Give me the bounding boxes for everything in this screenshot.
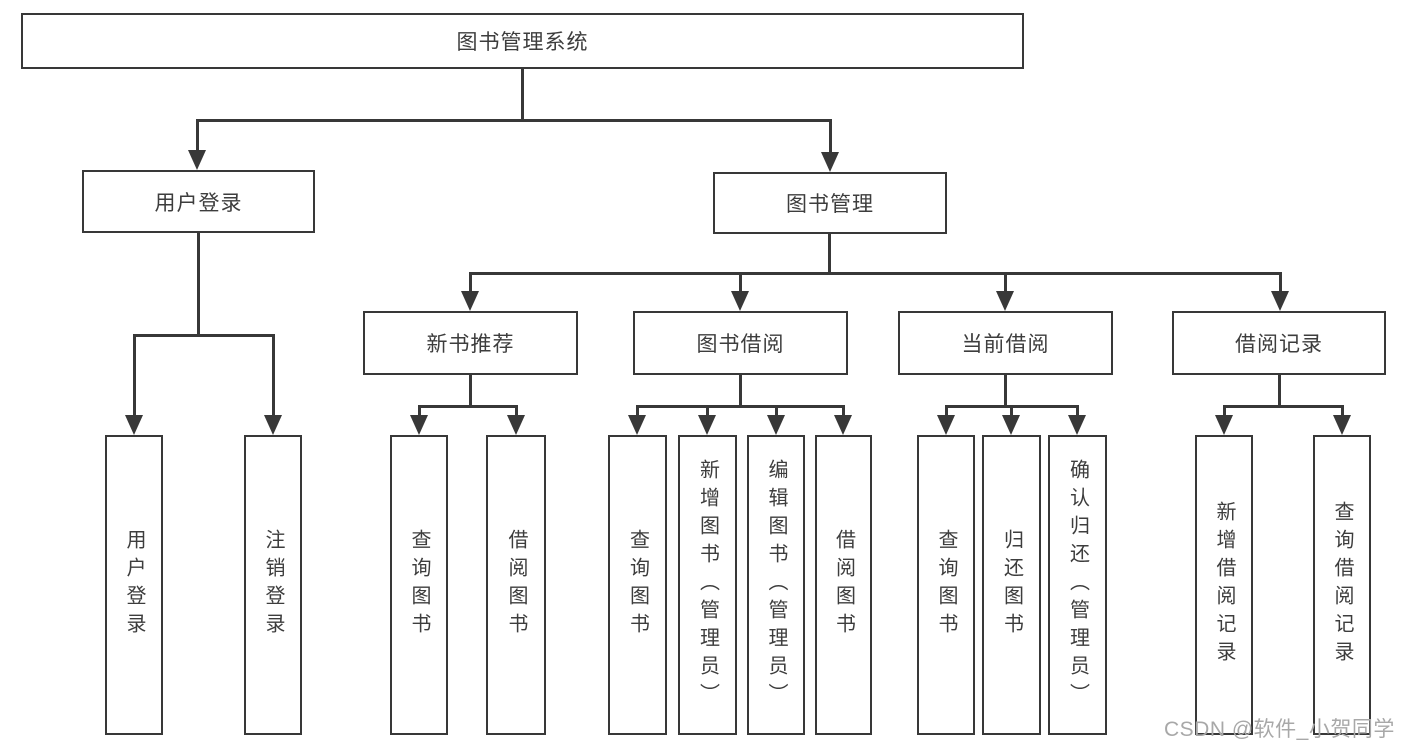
arrow-down-icon — [507, 415, 525, 435]
connector-line — [469, 272, 1282, 275]
connector-line — [196, 119, 199, 153]
node-label: 用户登录 — [154, 191, 243, 215]
connector-line — [418, 405, 518, 408]
connector-line — [1341, 405, 1344, 417]
leaf-return-books: 归还图书 — [982, 435, 1041, 735]
connector-line — [945, 405, 948, 417]
node-label: 借阅图书 — [505, 529, 527, 641]
arrow-down-icon — [731, 291, 749, 311]
node-book-management: 图书管理 — [713, 172, 947, 234]
connector-line — [706, 405, 709, 417]
arrow-down-icon — [264, 415, 282, 435]
node-book-borrowing: 图书借阅 — [633, 311, 848, 375]
leaf-edit-book-admin: 编辑图书（管理员） — [747, 435, 805, 735]
leaf-query-books-current: 查询图书 — [917, 435, 975, 735]
node-label: 查询图书 — [408, 529, 430, 641]
node-label: 编辑图书（管理员） — [765, 459, 787, 711]
connector-line — [272, 334, 275, 417]
connector-line — [1223, 405, 1344, 408]
node-label: 查询图书 — [626, 529, 649, 641]
connector-line — [1223, 405, 1226, 417]
connector-line — [828, 234, 831, 274]
connector-line — [829, 119, 832, 155]
arrow-down-icon — [1068, 415, 1086, 435]
arrow-down-icon — [628, 415, 646, 435]
node-label: 借阅图书 — [832, 529, 855, 641]
leaf-user-login: 用户登录 — [105, 435, 163, 735]
connector-line — [636, 405, 845, 408]
connector-line — [1278, 375, 1281, 407]
connector-line — [197, 233, 200, 336]
arrow-down-icon — [1002, 415, 1020, 435]
arrow-down-icon — [834, 415, 852, 435]
node-label: 归还图书 — [1000, 529, 1023, 641]
connector-line — [133, 334, 136, 417]
leaf-borrow-books-recommend: 借阅图书 — [486, 435, 546, 735]
leaf-query-borrow-record: 查询借阅记录 — [1313, 435, 1371, 735]
connector-line — [636, 405, 639, 417]
node-label: 新增借阅记录 — [1213, 501, 1235, 669]
connector-line — [133, 334, 275, 337]
node-label: 确认归还（管理员） — [1066, 459, 1089, 711]
node-label: 新书推荐 — [426, 333, 515, 356]
connector-line — [469, 375, 472, 407]
connector-line — [739, 272, 742, 294]
connector-line — [418, 405, 421, 417]
node-borrow-records: 借阅记录 — [1172, 311, 1386, 375]
arrow-down-icon — [767, 415, 785, 435]
node-label: 注销登录 — [262, 529, 284, 641]
connector-line — [1076, 405, 1079, 417]
arrow-down-icon — [188, 150, 206, 170]
arrow-down-icon — [1271, 291, 1289, 311]
arrow-down-icon — [1215, 415, 1233, 435]
arrow-down-icon — [937, 415, 955, 435]
node-label: 图书借阅 — [696, 333, 785, 356]
leaf-add-borrow-record: 新增借阅记录 — [1195, 435, 1253, 735]
connector-line — [1004, 272, 1007, 294]
leaf-add-book-admin: 新增图书（管理员） — [678, 435, 737, 735]
node-label: 图书管理系统 — [456, 31, 589, 54]
connector-line — [1004, 375, 1007, 407]
leaf-query-books-borrowing: 查询图书 — [608, 435, 667, 735]
node-label: 当前借阅 — [961, 333, 1050, 356]
arrow-down-icon — [996, 291, 1014, 311]
leaf-borrow-books: 借阅图书 — [815, 435, 872, 735]
node-label: 查询图书 — [935, 529, 957, 641]
connector-line — [515, 405, 518, 417]
connector-line — [739, 375, 742, 407]
node-system: 图书管理系统 — [21, 13, 1024, 69]
connector-line — [1010, 405, 1013, 417]
arrow-down-icon — [410, 415, 428, 435]
node-label: 借阅记录 — [1235, 333, 1323, 356]
node-current-borrowing: 当前借阅 — [898, 311, 1113, 375]
connector-line — [775, 405, 778, 417]
arrow-down-icon — [821, 152, 839, 172]
arrow-down-icon — [125, 415, 143, 435]
node-new-book-recommend: 新书推荐 — [363, 311, 578, 375]
connector-line — [521, 69, 524, 121]
arrow-down-icon — [698, 415, 716, 435]
node-label: 查询借阅记录 — [1331, 501, 1353, 669]
leaf-confirm-return-admin: 确认归还（管理员） — [1048, 435, 1107, 735]
node-label: 用户登录 — [123, 529, 145, 641]
arrow-down-icon — [1333, 415, 1351, 435]
connector-line — [469, 272, 472, 294]
leaf-query-books-recommend: 查询图书 — [390, 435, 448, 735]
node-label: 图书管理 — [786, 193, 874, 216]
connector-line — [196, 119, 832, 122]
node-label: 新增图书（管理员） — [696, 459, 719, 711]
connector-line — [842, 405, 845, 417]
node-user-login: 用户登录 — [82, 170, 315, 233]
csdn-watermark: CSDN @软件_小贺同学 — [1164, 718, 1395, 741]
arrow-down-icon — [461, 291, 479, 311]
leaf-logout: 注销登录 — [244, 435, 302, 735]
connector-line — [1279, 272, 1282, 294]
